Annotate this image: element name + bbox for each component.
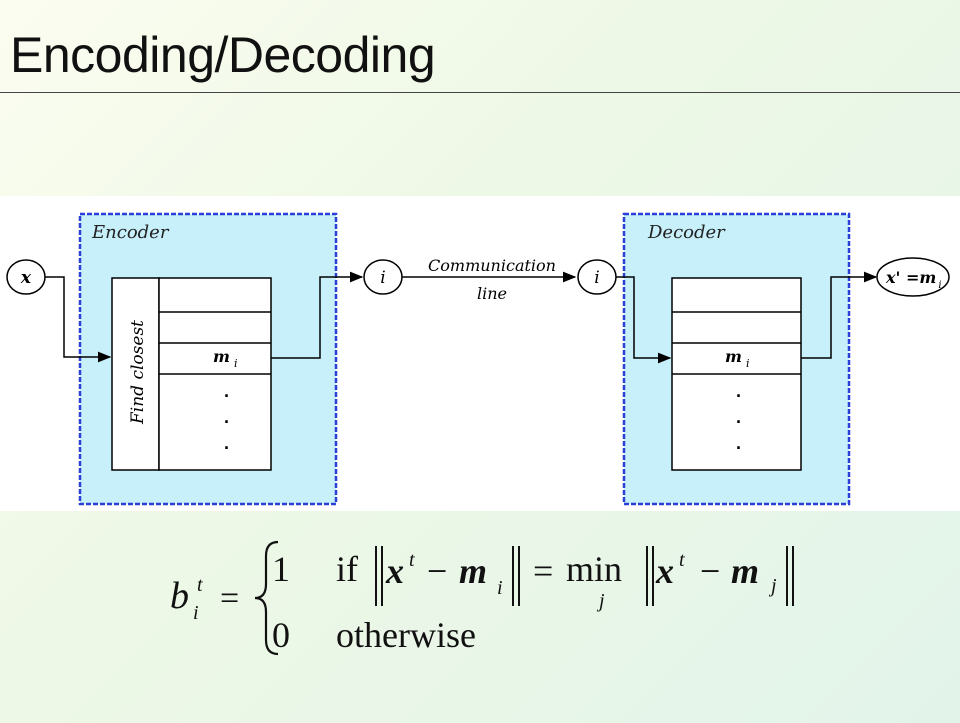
formula-minus: −	[427, 551, 448, 591]
find-closest-label: Find closest	[128, 320, 148, 425]
index-left-label: i	[380, 268, 385, 288]
formula-m: m	[459, 551, 488, 591]
index-right-label: i	[594, 268, 599, 288]
formula-case1-value: 1	[272, 549, 290, 589]
norm-bar	[512, 546, 514, 606]
title-divider	[0, 92, 960, 93]
norm-bar	[375, 546, 377, 606]
formula-m-sub-j: j	[771, 575, 777, 597]
formula-lhs-sup-t: t	[197, 574, 203, 596]
formula-m-2: m	[731, 551, 760, 591]
input-x-label: x	[20, 268, 32, 288]
decoder-ellipsis-dot: ·	[736, 386, 742, 406]
decoder-output-arrow	[801, 271, 878, 359]
norm-bar	[652, 546, 654, 606]
communication-label-line2: line	[477, 284, 507, 303]
output-node	[876, 257, 950, 297]
formula-x-2: x	[656, 551, 674, 591]
formula-x-sup-t-2: t	[679, 549, 685, 571]
decoder-label: Decoder	[647, 222, 726, 243]
formula-case2-value: 0	[272, 615, 290, 655]
formula-case1-if: if	[336, 549, 358, 589]
formula-m-sub-i: i	[497, 577, 503, 599]
formula-lhs-b: b	[170, 575, 189, 617]
decoder-ellipsis-dot: ·	[736, 412, 742, 432]
encoder-ellipsis-dot: ·	[224, 438, 230, 458]
formula-min: min	[566, 549, 623, 589]
input-arrow	[45, 276, 112, 363]
formula-case2-otherwise: otherwise	[336, 615, 476, 655]
formula-area	[0, 511, 960, 723]
formula-lhs-sub-i: i	[193, 602, 199, 624]
formula-equals-2: =	[533, 551, 554, 591]
norm-bar	[381, 546, 383, 606]
norm-bar	[646, 546, 648, 606]
formula-x: x	[386, 551, 404, 591]
communication-label: Communication	[428, 256, 556, 275]
slide-title: Encoding/Decoding	[10, 27, 436, 83]
formula-brace	[254, 540, 279, 656]
norm-bar	[786, 546, 788, 606]
encoder-ellipsis-dot: ·	[224, 412, 230, 432]
formula-minus-2: −	[700, 551, 721, 591]
norm-bar	[518, 546, 520, 606]
formula-equals: =	[220, 580, 240, 617]
decoder-input-arrow	[616, 276, 672, 364]
encoder-label: Encoder	[91, 222, 170, 243]
encoder-output-arrow	[271, 271, 364, 359]
decoder-ellipsis-dot: ·	[736, 438, 742, 458]
formula-min-sub-j: j	[599, 590, 605, 612]
formula-x-sup-t: t	[409, 549, 415, 571]
norm-bar	[792, 546, 794, 606]
encoder-ellipsis-dot: ·	[224, 386, 230, 406]
